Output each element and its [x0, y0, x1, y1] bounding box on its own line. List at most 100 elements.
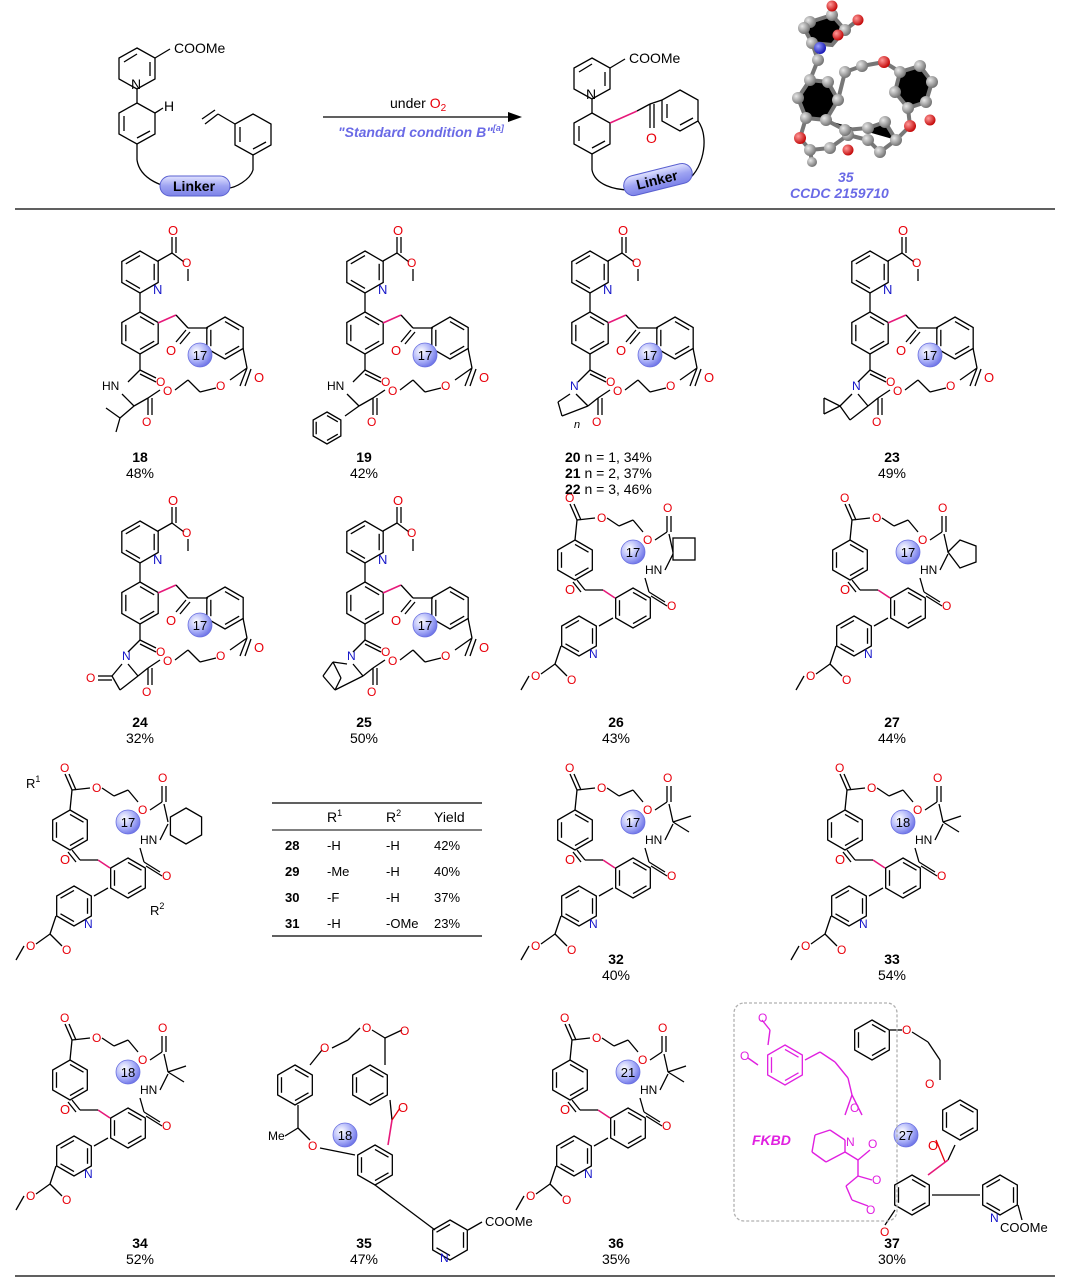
svg-text:N: N	[84, 1167, 93, 1181]
svg-text:O: O	[658, 1021, 667, 1035]
svg-text:O: O	[616, 343, 626, 358]
fkbd-label: FKBD	[752, 1132, 791, 1148]
svg-text:O: O	[254, 640, 264, 655]
svg-text:O: O	[806, 669, 815, 683]
compound-number: 34	[132, 1235, 148, 1251]
svg-text:40%: 40%	[434, 864, 460, 879]
svg-text:O: O	[835, 852, 845, 867]
svg-text:-OMe: -OMe	[386, 916, 419, 931]
compound-detail: 21 n = 2, 37%	[565, 465, 652, 481]
svg-text:O: O	[740, 1049, 749, 1063]
svg-text:N: N	[153, 552, 162, 567]
svg-text:O: O	[388, 384, 397, 398]
compound-number: 32	[608, 951, 624, 967]
svg-text:O: O	[938, 501, 947, 515]
svg-text:N: N	[990, 1211, 999, 1225]
svg-text:O: O	[886, 375, 895, 389]
compound-number: 26	[608, 714, 624, 730]
svg-text:O: O	[216, 379, 225, 393]
svg-text:O: O	[60, 1011, 69, 1025]
svg-text:O: O	[398, 1100, 408, 1115]
svg-text:O: O	[62, 943, 71, 957]
condition-atmosphere: under O2	[390, 95, 447, 114]
svg-text:O: O	[565, 491, 574, 505]
compound-yield: 49%	[878, 465, 906, 481]
svg-text:O: O	[597, 781, 606, 795]
svg-text:O: O	[562, 1193, 571, 1207]
compound-yield: 44%	[878, 730, 906, 746]
compound-yield: 40%	[602, 967, 630, 983]
svg-text:O: O	[663, 501, 672, 515]
svg-text:O: O	[842, 673, 851, 687]
svg-text:O: O	[168, 493, 178, 508]
svg-text:O: O	[567, 943, 576, 957]
svg-text:O: O	[896, 343, 906, 358]
svg-text:N: N	[347, 649, 356, 663]
svg-text:O: O	[704, 370, 714, 385]
compound-yield: 35%	[602, 1251, 630, 1267]
svg-text:N: N	[378, 552, 387, 567]
svg-text:O: O	[868, 1137, 877, 1151]
svg-text:O: O	[92, 781, 101, 795]
svg-text:17: 17	[418, 618, 432, 633]
product-linker-pill	[623, 162, 693, 197]
svg-text:O: O	[618, 223, 628, 238]
condition-standard-b: "Standard condition B"[a]	[338, 123, 505, 140]
svg-text:O: O	[632, 256, 641, 270]
svg-text:27: 27	[899, 1128, 913, 1143]
compound-yield: 54%	[878, 967, 906, 983]
svg-text:O: O	[613, 384, 622, 398]
svg-text:O: O	[667, 869, 676, 883]
svg-text:O: O	[942, 599, 951, 613]
compound-structures: NOOOOOOOOHN17NOOOOOOOOHN17NOOOOOOOONn17N…	[15, 223, 1048, 1265]
svg-text:O: O	[592, 415, 601, 429]
reactant-h-label: H	[164, 98, 174, 114]
reactant-n-label: N	[131, 76, 141, 92]
svg-text:-F: -F	[327, 890, 339, 905]
fkbd-region-box	[733, 1002, 898, 1222]
svg-text:O: O	[667, 599, 676, 613]
svg-text:O: O	[933, 771, 942, 785]
svg-text:O: O	[156, 645, 165, 659]
svg-text:O: O	[163, 384, 172, 398]
svg-text:O: O	[142, 415, 151, 429]
svg-text:O: O	[565, 582, 575, 597]
svg-text:HN: HN	[140, 1083, 157, 1097]
svg-text:N: N	[584, 1167, 593, 1181]
svg-text:O: O	[163, 654, 172, 668]
svg-text:O: O	[840, 491, 849, 505]
svg-text:O: O	[479, 370, 489, 385]
svg-text:N: N	[153, 282, 162, 297]
svg-text:Me: Me	[268, 1129, 285, 1143]
reactant-linker-pill	[159, 175, 231, 197]
svg-text:18: 18	[121, 1065, 135, 1080]
svg-text:31: 31	[285, 916, 299, 931]
svg-text:O: O	[666, 379, 675, 393]
svg-text:21: 21	[621, 1065, 635, 1080]
svg-text:O: O	[560, 1102, 570, 1117]
svg-text:O: O	[526, 1189, 535, 1203]
svg-text:O: O	[182, 256, 191, 270]
svg-text:O: O	[388, 654, 397, 668]
svg-text:O: O	[60, 852, 70, 867]
svg-text:23%: 23%	[434, 916, 460, 931]
svg-text:N: N	[589, 647, 598, 661]
compound-captions: 1848%1942%2349%2432%2550%2643%2744%3240%…	[126, 449, 906, 1267]
svg-text:O: O	[381, 375, 390, 389]
svg-text:42%: 42%	[434, 838, 460, 853]
compound-detail: 20 n = 1, 34%	[565, 449, 652, 465]
svg-text:HN: HN	[640, 1083, 657, 1097]
